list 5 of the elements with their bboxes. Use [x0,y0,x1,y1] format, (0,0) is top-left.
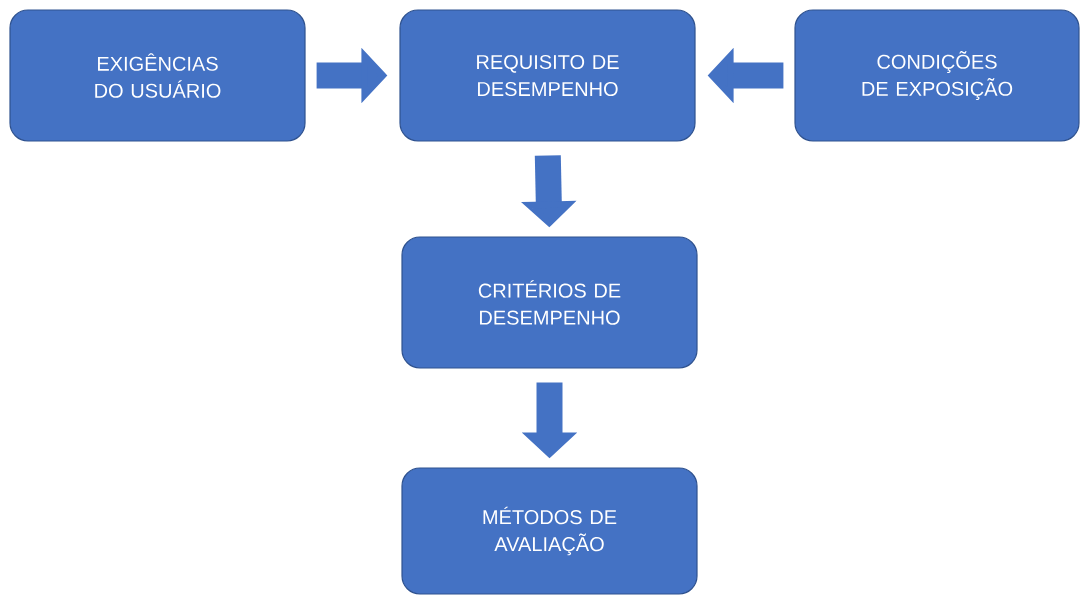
process-box: REQUISITO DE DESEMPENHO [399,9,696,142]
process-box: CRITÉRIOS DE DESEMPENHO [401,236,698,369]
process-box: MÉTODOS DE AVALIAÇÃO [401,467,698,595]
process-box: CONDIÇÕES DE EXPOSIÇÃO [794,9,1080,142]
process-box: EXIGÊNCIAS DO USUÁRIO [9,9,306,142]
